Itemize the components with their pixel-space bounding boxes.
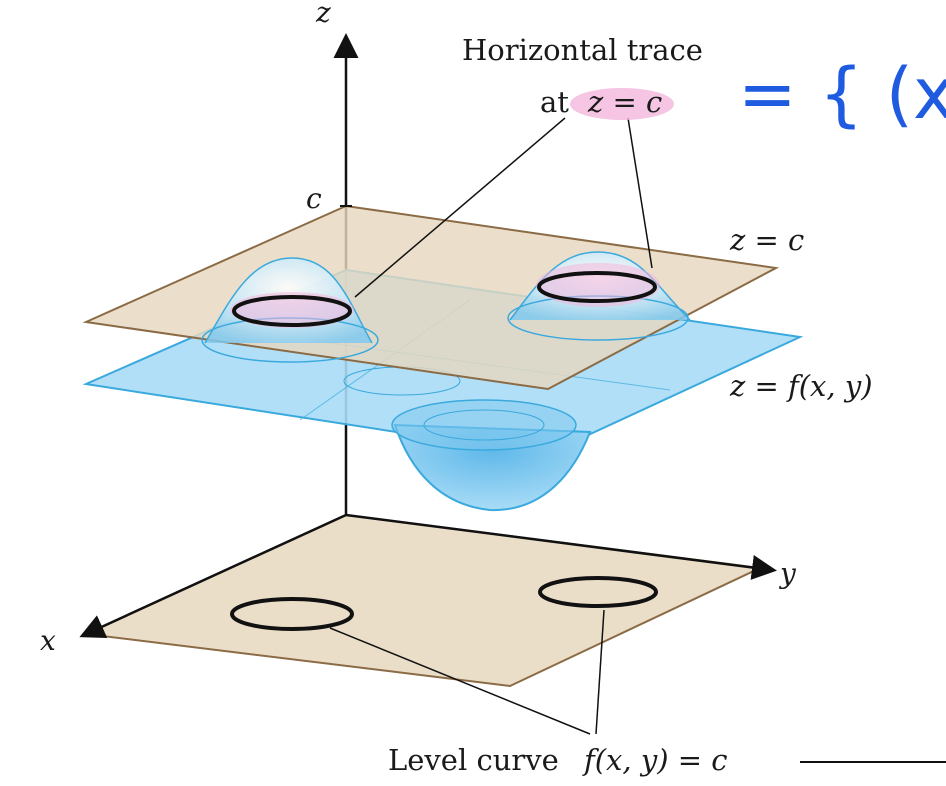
x-axis-label: x xyxy=(40,624,56,657)
trace-eq: z = c xyxy=(587,85,662,119)
c-label: c xyxy=(306,182,322,215)
trace-title: Horizontal trace xyxy=(462,33,703,67)
level-curve-eq: f(x, y) = c xyxy=(582,743,728,777)
z-axis-label: z xyxy=(315,0,331,29)
leader-level-right xyxy=(595,609,605,735)
y-axis-label: y xyxy=(778,557,797,590)
x-axis xyxy=(79,513,347,639)
trace-eq-highlight xyxy=(570,88,674,120)
xy-plane xyxy=(82,513,764,688)
level-curve-text: Level curve xyxy=(388,743,559,777)
y-axis xyxy=(345,513,777,580)
plane-label: z = c xyxy=(729,223,804,257)
trace-curve-right xyxy=(537,271,657,303)
trace-at: at xyxy=(540,85,569,119)
trace-curve-left xyxy=(232,295,352,327)
handwritten-note: = { (x xyxy=(738,53,946,135)
level-curve-left xyxy=(230,597,354,631)
leader-level-left xyxy=(329,627,591,735)
surface-label: z = f(x, y) xyxy=(729,369,873,403)
leader-trace-left xyxy=(354,117,566,298)
level-curve-right xyxy=(538,576,658,608)
leader-trace-right xyxy=(627,117,653,269)
